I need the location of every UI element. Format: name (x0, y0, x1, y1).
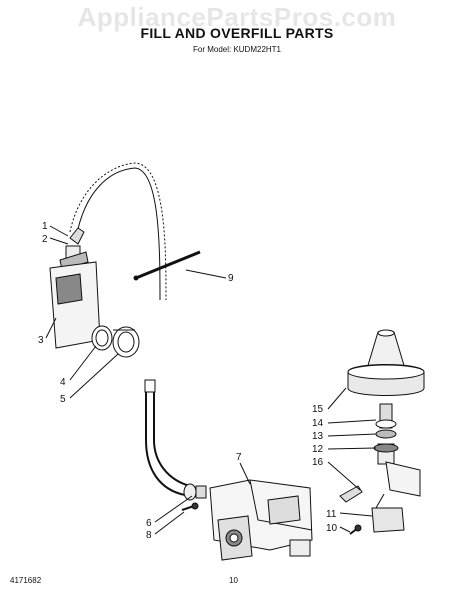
part-16-arm (339, 461, 421, 503)
callout-2: 2 (42, 234, 48, 245)
callout-12: 12 (312, 444, 324, 455)
callout-16: 16 (312, 457, 324, 468)
part-11-switch (371, 493, 405, 533)
doc-number: 4171682 (10, 576, 42, 585)
callout-3: 3 (38, 335, 44, 346)
page-subtitle: For Model: KUDM22HT1 (192, 45, 282, 54)
callout-7: 7 (236, 452, 242, 463)
callout-10: 10 (326, 523, 338, 534)
page-number: 10 (229, 576, 238, 585)
callout-4: 4 (60, 377, 66, 388)
part-12-14-stem (373, 403, 399, 465)
part-7-valve (209, 479, 313, 561)
part-10-screw (349, 524, 362, 535)
callout-5: 5 (60, 394, 66, 405)
callout-11: 11 (326, 509, 337, 520)
watermark: AppliancePartsPros.com (77, 2, 397, 32)
part-15-float (347, 329, 425, 396)
callout-8: 8 (146, 530, 152, 541)
part-8-screw (181, 502, 199, 511)
callout-15: 15 (312, 404, 324, 415)
callout-13: 13 (312, 431, 324, 442)
callout-9: 9 (228, 273, 234, 284)
part-4-5-nut-washer (91, 325, 140, 358)
part-6-clamp (183, 483, 207, 501)
lower-hose (145, 392, 186, 496)
hose-curve (75, 167, 161, 301)
callout-1: 1 (42, 221, 48, 232)
page-title: FILL AND OVERFILL PARTS (140, 25, 334, 41)
callout-6: 6 (146, 518, 152, 529)
part-9-tie (133, 250, 201, 281)
callout-14: 14 (312, 418, 324, 429)
